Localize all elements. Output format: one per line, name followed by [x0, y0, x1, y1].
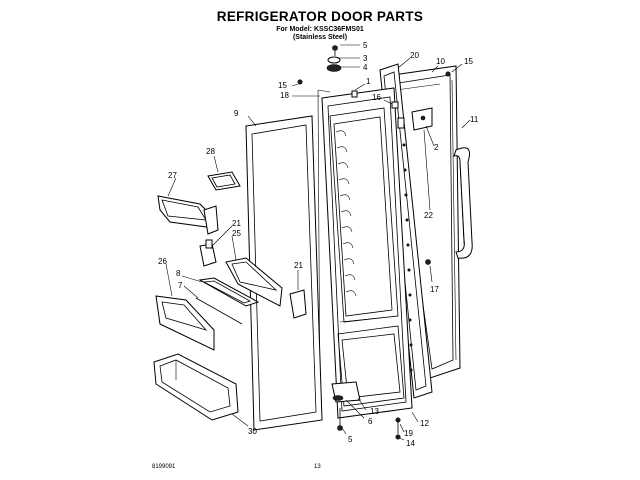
callout-label: 12: [420, 419, 429, 428]
callout-label: 30: [248, 427, 257, 436]
door-bin-27: [157, 195, 219, 235]
callout-label: 16: [372, 93, 381, 102]
callout-label: 7: [178, 281, 183, 290]
model-line: For Model: KSSC36FMS01: [276, 26, 364, 33]
bottom-hinge-assembly: [331, 381, 361, 431]
gallon-bin-30: [153, 353, 239, 421]
callout-label: 25: [232, 229, 241, 238]
callout-label: 6: [368, 417, 373, 426]
callout-label: 10: [436, 57, 445, 66]
bin-clip-upper: [199, 239, 217, 267]
callout-label: 20: [410, 51, 419, 60]
callout-label: 19: [404, 429, 413, 438]
door-bin-25: [225, 257, 283, 307]
dairy-bin-28: [207, 171, 241, 191]
callout-label: 22: [424, 211, 433, 220]
callout-label: 21: [232, 219, 241, 228]
door-bin-26: [155, 295, 215, 351]
callout-label: 5: [363, 41, 368, 50]
callout-label: 15: [464, 57, 473, 66]
callout-label: 5: [348, 435, 353, 444]
leader-lines: [165, 44, 471, 441]
bin-clip-right: [289, 289, 307, 319]
callout-labels: 5 3 4 20 10 15 15 18 1 16 9 11 2 28 27 2…: [158, 41, 479, 448]
callout-label: 9: [234, 109, 239, 118]
page-title: REFRIGERATOR DOOR PARTS: [216, 9, 424, 24]
page-number: 13: [314, 464, 321, 470]
callout-label: 17: [430, 285, 439, 294]
callout-label: 14: [406, 439, 415, 448]
callout-label: 1: [366, 77, 371, 86]
variant-line: (Stainless Steel): [292, 34, 348, 41]
trim-rod: [195, 297, 243, 325]
bin-cover: [198, 277, 260, 307]
callout-label: 13: [370, 407, 379, 416]
callout-label: 3: [363, 54, 368, 63]
callout-label: 26: [158, 257, 167, 266]
door-seal: [245, 115, 323, 431]
door-handle: [453, 147, 473, 259]
callout-label: 11: [470, 115, 479, 124]
top-hinge-assembly: [326, 45, 342, 72]
callout-label: 21: [294, 261, 303, 270]
document-number: 8199091: [152, 464, 176, 470]
callout-label: 27: [168, 171, 177, 180]
callout-label: 8: [176, 269, 181, 278]
callout-label: 28: [206, 147, 215, 156]
callout-label: 18: [280, 91, 289, 100]
callout-label: 15: [278, 81, 287, 90]
callout-label: 4: [363, 63, 368, 72]
door-liner: [321, 87, 413, 419]
callout-label: 2: [434, 143, 439, 152]
